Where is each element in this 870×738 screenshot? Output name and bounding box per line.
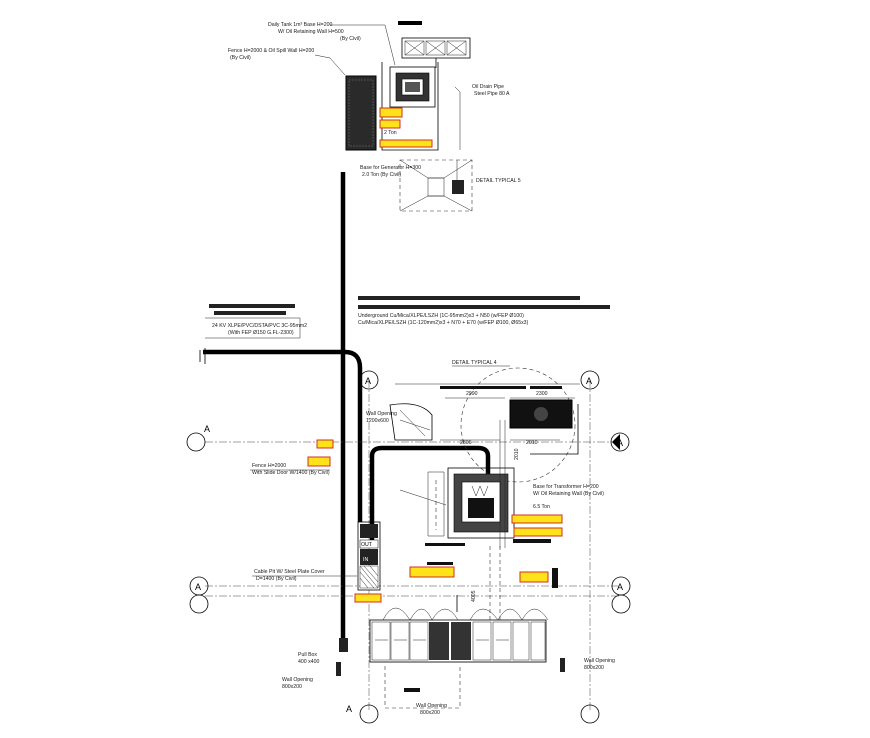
axis-bubble-left-top: A [186,424,210,452]
axis-bubble-right-top: A [610,432,630,452]
transformer-area: DETAIL TYPICAL 4 2990 2300 Wall Opening … [250,360,604,546]
pull-box-label-2: 400 x400 [298,659,319,665]
cable-tag-black [209,304,295,308]
cable-pit-label-2: D=1400 (By Civil) [256,576,297,582]
oil-retaining-wall-label: W/ Oil Retaining Wall H=500 [278,29,344,35]
axis-bubble-left-mid: A [189,576,209,614]
in-label: IN [363,557,368,563]
base-transformer-label: Base for Transformer H=200 [533,484,599,490]
axis-label: A [346,704,352,714]
highlight-tag [316,439,334,449]
cable-tag-black [214,311,286,315]
wall-opening-top-label-2: 1200x600 [366,418,389,424]
daily-tank [389,66,436,108]
fence-line [530,404,579,455]
cable-tag-black [358,296,580,300]
ug-cable-label-2: Cu/Mica/XLPE/LSZH (1C-120mm2)x3 + N70 + … [358,320,529,326]
transformer-tag [425,543,465,546]
axis-bubble-bottom-right [580,704,600,724]
dim-2010: 2010 [526,440,538,446]
wall-opening-br-label-2: 800x200 [584,665,604,671]
ug-cable-label-1: Underground Cu/Mica/XLPE/LSZH (1C-95mm2)… [358,313,524,319]
hv-cable-label-2: (With FEP Ø150 G.FL-2300) [228,330,294,336]
transformer-base [447,467,515,539]
axis-label: A [617,582,623,592]
hv-cable-label-1: 24 KV XLPE/PVC/DSTA/PVC 3C-95mm2 [212,323,307,329]
wall-opening-bl-label-2: 800x200 [282,684,302,690]
highlight-tag [511,514,563,524]
fence-slide-label-2: With Slide Door W/1400 (By Civil) [252,470,330,476]
highlight-tag [519,571,549,583]
daily-tank-label: Daily Tank 1m³ Base H=200 [268,22,332,28]
switchgear-room: 4005 Wall Opening 800x200 Wall Opening 8… [369,546,615,716]
cable-route [199,172,491,650]
room-tag [427,562,453,565]
generator [345,75,377,151]
generator-area: Daily Tank 1m³ Base H=200 W/ Oil Retaini… [228,21,521,212]
highlight-tag [307,456,331,467]
highlight-tag [409,566,455,578]
cable-tag-black [358,305,610,309]
dim-2806: 2806 [460,440,472,446]
wall-opening-bl-label: Wall Opening [282,677,313,683]
pull-box-label: Pull Box [298,652,317,658]
dim-4005: 4005 [471,590,477,602]
axis-label: A [204,424,210,434]
highlight-tag [379,139,433,148]
wall-opening-bot-label: Wall Opening [416,703,447,709]
axis-label: A [617,438,623,448]
highlight-tag [379,107,403,118]
cable-pit-label: Cable Pit W/ Steel Plate Cover [254,569,325,575]
cable-labels: 24 KV XLPE/PVC/DSTA/PVC 3C-95mm2 (With F… [205,296,610,339]
axis-label: A [365,376,371,386]
axis-bubble-right-mid: A [611,576,631,614]
wall-opening-br-label: Wall Opening [584,658,615,664]
detail-typical-5-label: DETAIL TYPICAL 5 [476,178,521,184]
dim-2300: 2300 [536,391,548,397]
axis-label: A [586,376,592,386]
cable-conduit [499,420,506,548]
out-label: OUT [361,542,373,548]
fence-slide-label: Fence H=2000 [252,463,286,469]
axis-bubble-bottom-left: A [346,704,379,724]
transformer-tag [513,539,551,543]
base-transformer-label-2: W/ Oil Retaining Wall (By Civil) [533,491,604,497]
cable-pit: OUT IN Cable Pit W/ Steel Plate Cover D=… [252,521,382,603]
generator-base [399,159,473,212]
steel-pipe-label: Steel Pipe 80 A [474,91,510,97]
highlight-tag [354,593,382,603]
six-five-ton-label: 6.5 Ton [533,504,550,510]
title-mark [398,21,422,25]
highlight-tag [379,119,401,129]
two-ton-label: 2 Ton [384,130,397,136]
detail-typical-4-label: DETAIL TYPICAL 4 [452,360,497,366]
oil-drain-pipe-label: Oil Drain Pipe [472,84,504,90]
base-generator-label: Base for Generator H=300 [360,165,421,171]
axis-bubble-top-right: A [580,370,600,390]
tank-header-cells [404,40,467,56]
by-civil-label: (By Civil) [340,36,361,42]
fence-spill-label: Fence H=2000 & Oil Spill Wall H=200 [228,48,314,54]
wall-opening-bot-label-2: 800x200 [420,710,440,716]
dim-2990: 2990 [466,391,478,397]
axis-bubble-top-left: A [359,370,379,390]
dim-vertical: 2010 [514,448,520,460]
detail-typical-4-circle [460,367,576,483]
wall-opening-top-label: Wall Opening [366,411,397,417]
fence-spill-civil-label: (By Civil) [230,55,251,61]
base-generator-label-2: 2.0 Ton (By Civil) [362,172,401,178]
highlight-tag [513,527,563,537]
pull-box: Pull Box 400 x400 Wall Opening 800x200 [282,638,348,690]
axis-label: A [195,582,201,592]
